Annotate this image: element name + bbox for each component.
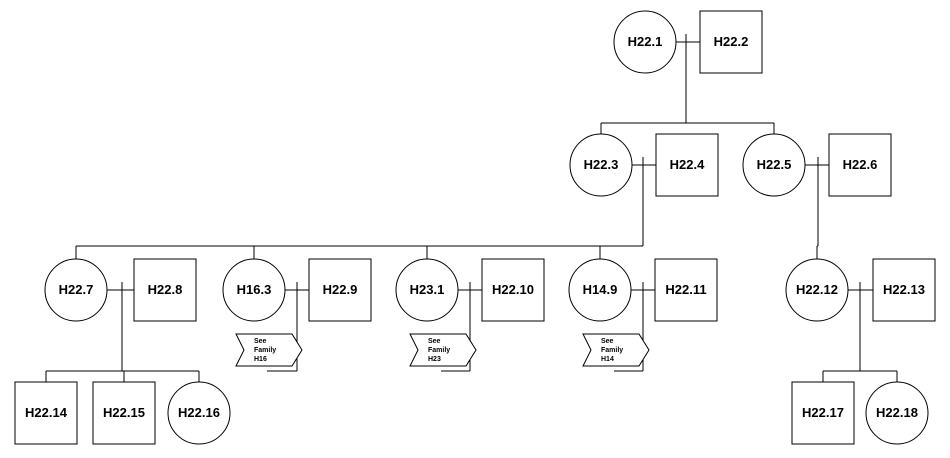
male-individual: H22.8 <box>133 258 197 322</box>
square-symbol <box>828 133 892 197</box>
square-symbol <box>481 258 545 322</box>
chevron-shape <box>235 333 303 367</box>
female-individual: H22.3 <box>569 133 633 197</box>
circle-symbol <box>742 133 806 197</box>
square-symbol <box>308 258 372 322</box>
reference-text: See <box>428 338 441 345</box>
reference-text: H23 <box>428 356 441 363</box>
circle-symbol <box>569 133 633 197</box>
square-symbol <box>92 381 156 445</box>
male-individual: H22.17 <box>791 381 855 445</box>
circle-symbol <box>613 10 677 74</box>
square-symbol <box>791 381 855 445</box>
circle-symbol <box>568 258 632 322</box>
individual-label: H22.1 <box>628 34 663 49</box>
individual-label: H22.5 <box>757 157 792 172</box>
individual-label: H22.17 <box>802 405 844 420</box>
female-individual: H22.7 <box>44 258 108 322</box>
individual-label: H22.13 <box>883 282 925 297</box>
chevron-shape <box>582 333 650 367</box>
individual-label: H22.3 <box>584 157 619 172</box>
individual-label: H23.1 <box>410 282 445 297</box>
male-individual: H22.4 <box>655 133 719 197</box>
reference-text: Family <box>428 347 450 354</box>
male-individual: H22.9 <box>308 258 372 322</box>
reference-text: See <box>254 338 267 345</box>
female-individual: H22.18 <box>865 381 929 445</box>
male-individual: H22.2 <box>699 10 763 74</box>
individual-label: H22.16 <box>178 405 220 420</box>
square-symbol <box>14 381 78 445</box>
circle-symbol <box>785 258 849 322</box>
female-individual: H22.5 <box>742 133 806 197</box>
square-symbol <box>654 258 718 322</box>
square-symbol <box>699 10 763 74</box>
male-individual: H22.14 <box>14 381 78 445</box>
individual-label: H22.11 <box>665 282 706 297</box>
male-individual: H22.11 <box>654 258 718 322</box>
connector-lines <box>45 34 898 382</box>
female-individual: H22.1 <box>613 10 677 74</box>
individual-label: H14.9 <box>583 282 618 297</box>
circle-symbol <box>167 381 231 445</box>
reference-text: See <box>601 338 614 345</box>
male-individual: H22.15 <box>92 381 156 445</box>
reference-text: Family <box>601 347 623 354</box>
individual-label: H22.8 <box>148 282 183 297</box>
chevron-shape <box>409 333 477 367</box>
individual-label: H22.18 <box>876 405 918 420</box>
individual-label: H22.9 <box>323 282 358 297</box>
male-individual: H22.6 <box>828 133 892 197</box>
circle-symbol <box>865 381 929 445</box>
reference-text: H16 <box>254 356 267 363</box>
circle-symbol <box>44 258 108 322</box>
individual-label: H22.10 <box>492 282 534 297</box>
female-individual: H14.9 <box>568 258 632 322</box>
square-symbol <box>872 258 936 322</box>
individual-label: H22.14 <box>25 405 68 420</box>
female-individual: H16.3 <box>222 258 286 322</box>
individual-label: H22.2 <box>714 34 749 49</box>
female-individual: H22.12 <box>785 258 849 322</box>
male-individual: H22.13 <box>872 258 936 322</box>
circle-symbol <box>395 258 459 322</box>
individual-label: H22.7 <box>59 282 94 297</box>
individual-label: H22.4 <box>670 157 705 172</box>
female-individual: H23.1 <box>395 258 459 322</box>
individual-label: H16.3 <box>237 282 272 297</box>
individual-label: H22.12 <box>796 282 838 297</box>
circle-symbol <box>222 258 286 322</box>
reference-text: Family <box>254 347 276 354</box>
female-individual: H22.16 <box>167 381 231 445</box>
reference-text: H14 <box>601 356 614 363</box>
individual-label: H22.15 <box>103 405 145 420</box>
square-symbol <box>655 133 719 197</box>
male-individual: H22.10 <box>481 258 545 322</box>
individual-label: H22.6 <box>843 157 878 172</box>
square-symbol <box>133 258 197 322</box>
